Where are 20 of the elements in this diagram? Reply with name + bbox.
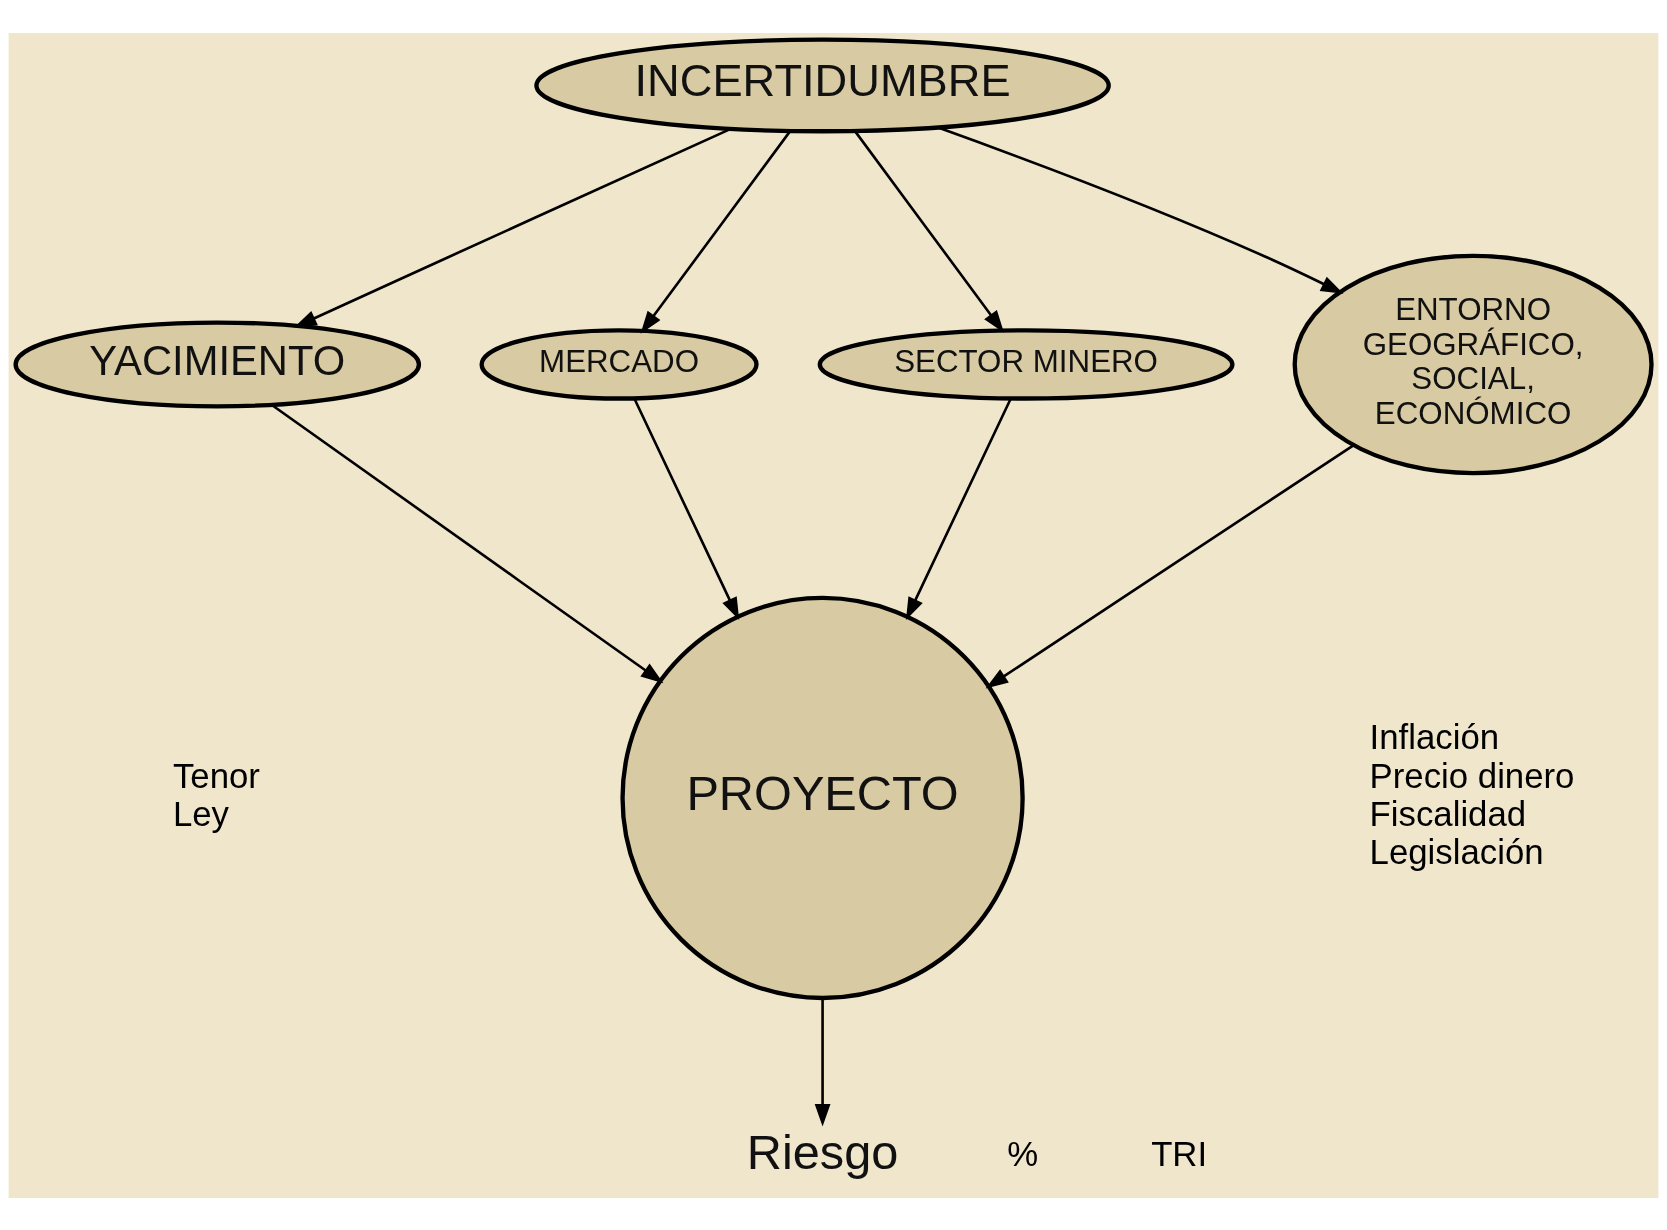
arrow: [905, 398, 1012, 620]
node-ellipse: INCERTIDUMBRE: [534, 37, 1111, 133]
arrow: [294, 127, 732, 328]
node-label: Inflación: [1369, 717, 1500, 756]
node-label: Fiscalidad: [1369, 794, 1527, 833]
node-label: Ley: [172, 794, 229, 833]
node-text: Riesgo: [746, 1124, 899, 1179]
arrow: [633, 398, 740, 620]
node-ellipse: ENTORNO GEOGRÁFICO, SOCIAL, ECONÓMICO: [1292, 253, 1654, 475]
node-ellipse: MERCADO: [479, 327, 759, 401]
label: %: [1007, 1134, 1039, 1173]
node-label: Precio dinero: [1369, 756, 1575, 795]
arrow: [270, 403, 664, 683]
label: TRI: [1151, 1134, 1208, 1173]
node-label: Legislación: [1369, 832, 1544, 871]
node-ellipse: YACIMIENTO: [13, 319, 422, 408]
arrow: [985, 443, 1355, 688]
node-ellipse: SECTOR MINERO: [817, 327, 1235, 401]
node-label: Tenor: [172, 756, 260, 795]
arrow: [814, 997, 831, 1127]
